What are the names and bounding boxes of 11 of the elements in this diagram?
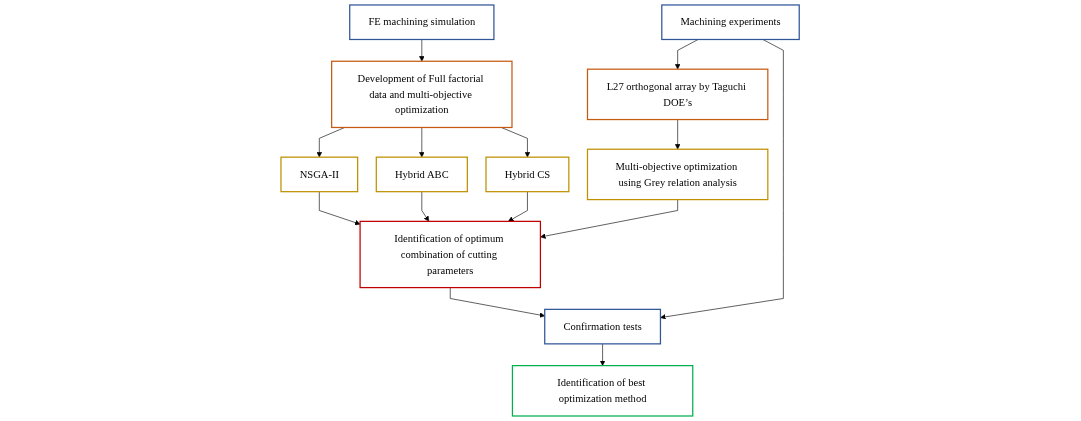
node-box: Machining experiments [661,4,801,41]
node-box: L27 orthogonal array by Taguchi DOE’s [587,68,769,121]
node-box: NSGA-II [280,156,359,193]
node-box: Identification of best optimization method [512,365,694,417]
node-box: FE machining simulation [349,4,495,41]
node-box: Development of Full factorial data and multi-objective optimization [331,60,513,129]
node-box: Hybrid ABC [376,156,469,193]
node-box: Multi-objective optimization using Grey relation analysis [587,148,769,201]
node-box: Confirmation tests [544,308,662,345]
node-box: Hybrid CS [485,156,570,193]
node-box: Identification of optimum combination of cutting parameters [359,220,542,289]
